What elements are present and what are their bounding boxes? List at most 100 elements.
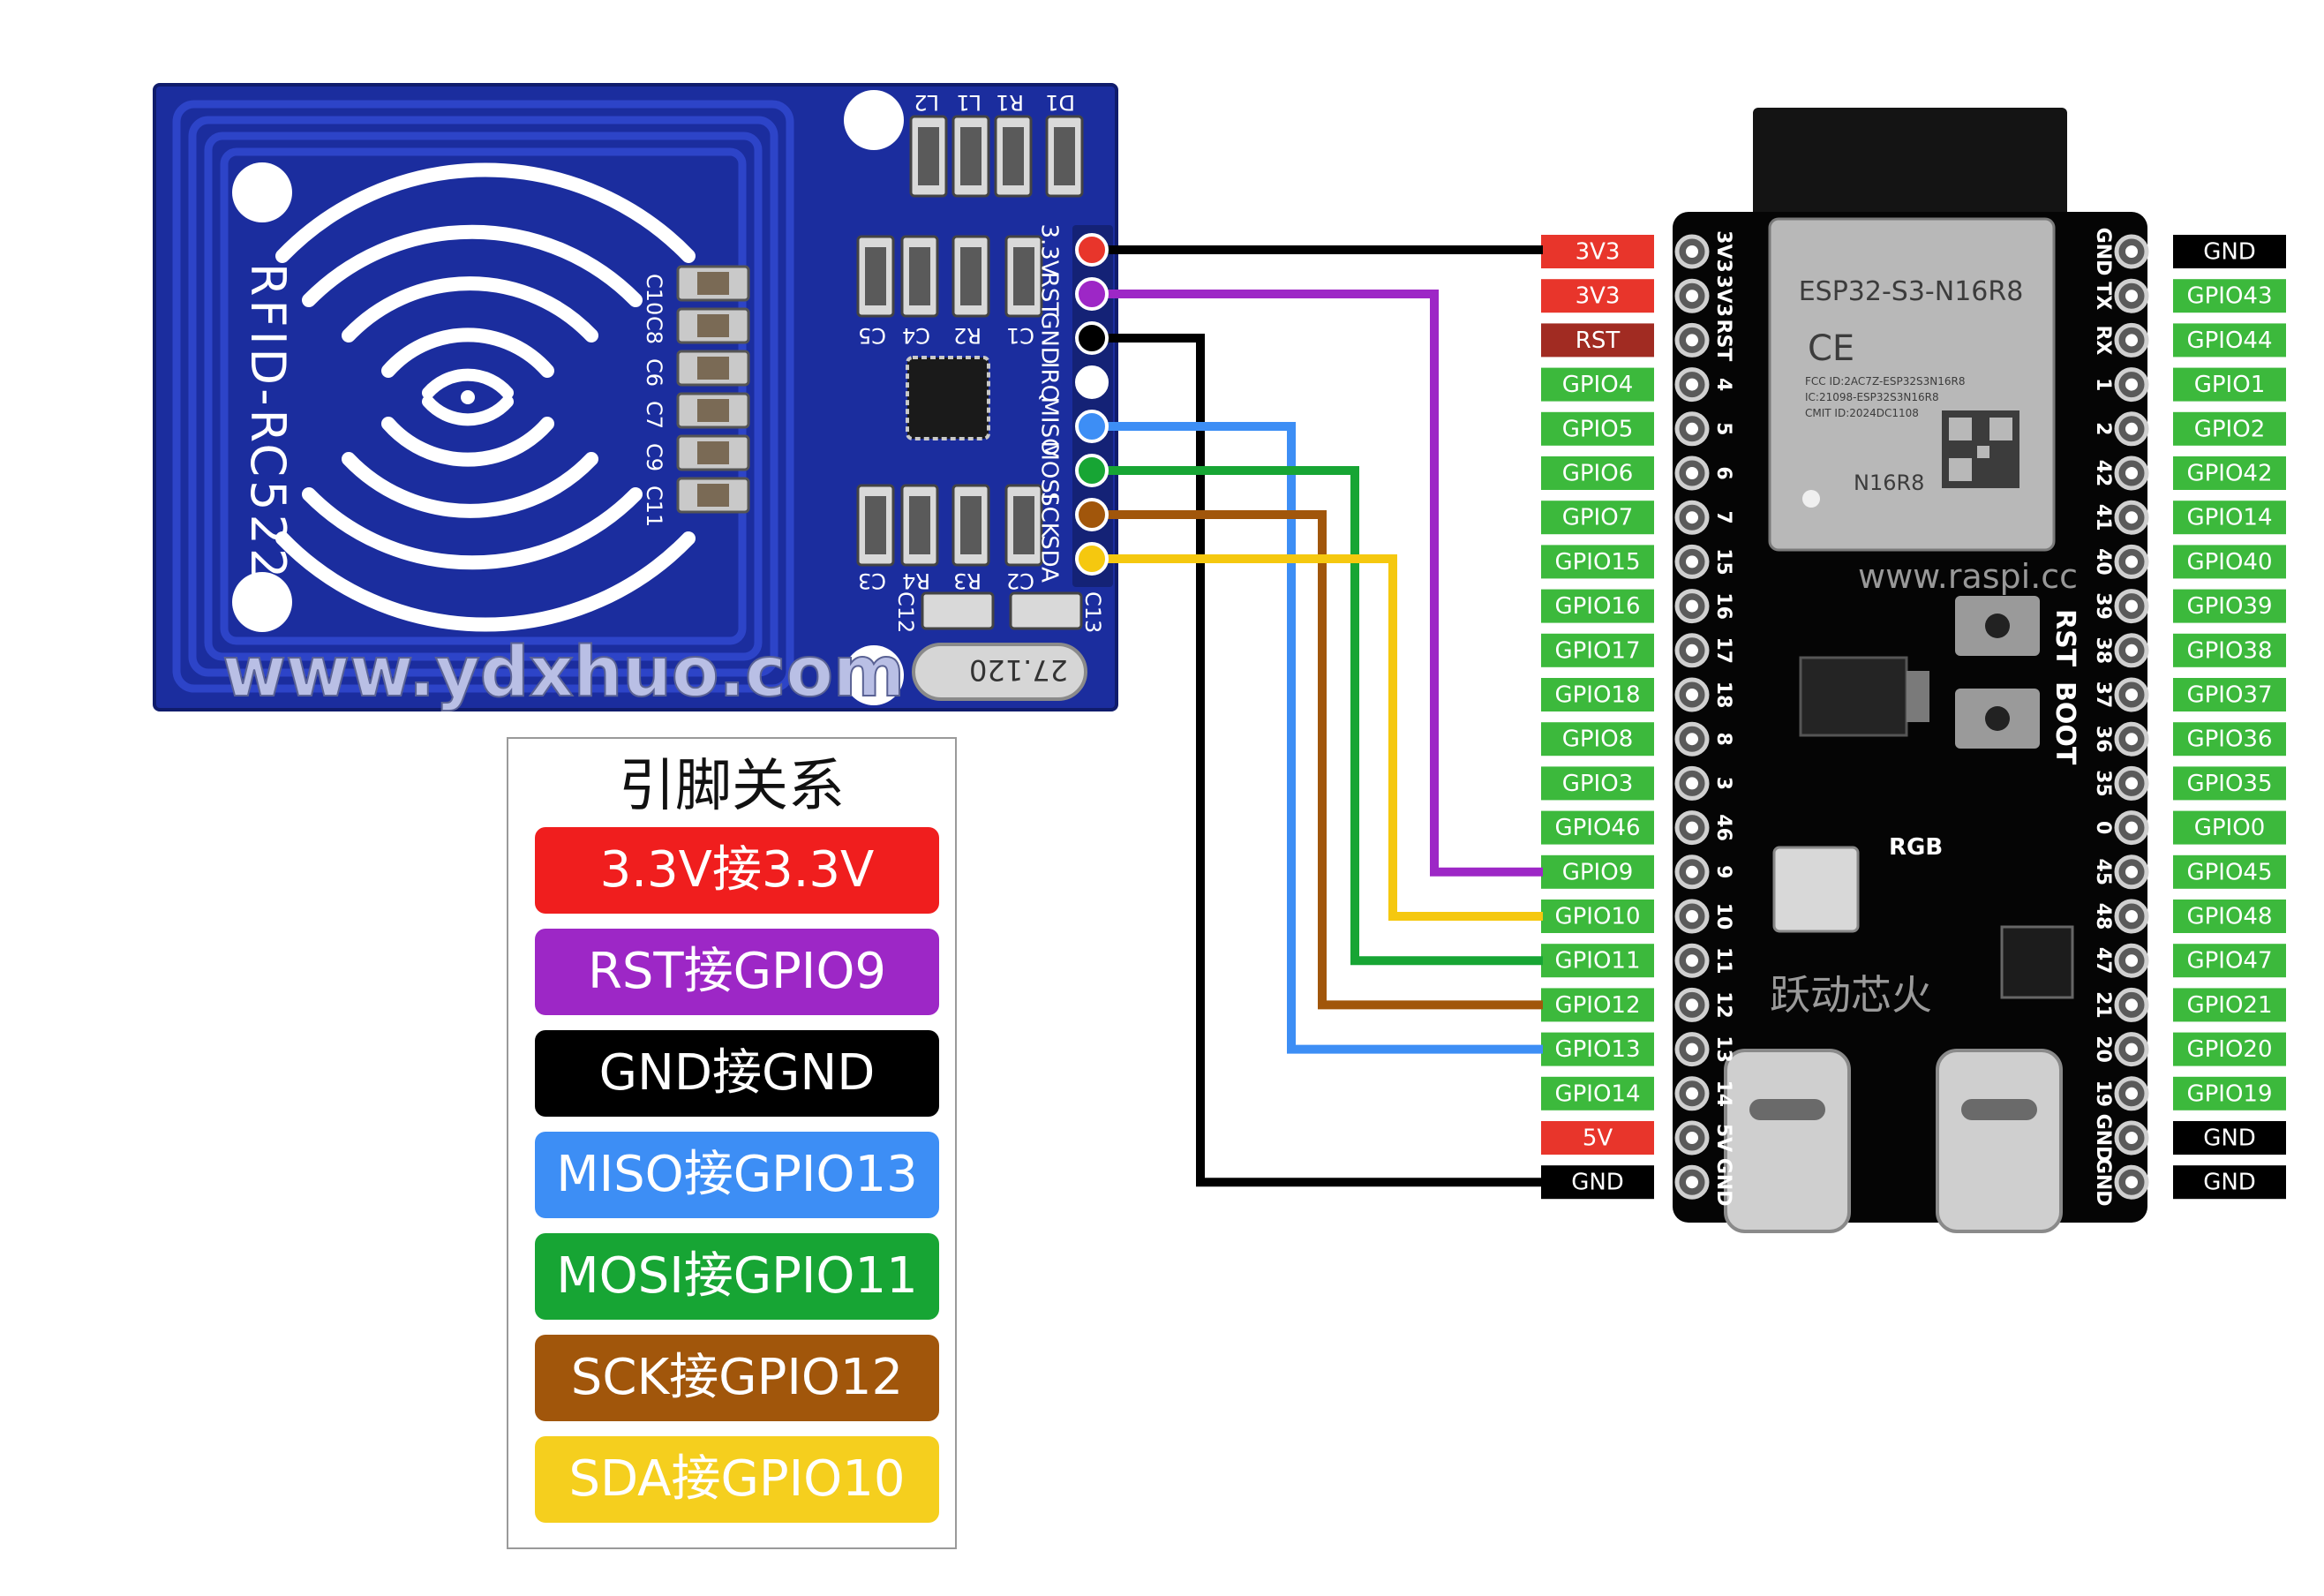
pin-silkscreen: RST bbox=[1712, 320, 1734, 362]
pin-label: GPIO20 bbox=[2186, 1036, 2272, 1063]
module-code: N16R8 bbox=[1854, 471, 1924, 495]
module-fcc: FCC ID:2AC7Z-ESP32S3N16R8 bbox=[1805, 375, 1965, 388]
rst-button[interactable] bbox=[1955, 596, 2040, 656]
pin-label: GPIO3 bbox=[1562, 771, 1634, 797]
pin-label-box bbox=[2173, 1165, 2286, 1200]
pin-silkscreen: 1 bbox=[2092, 378, 2114, 391]
pin-label: GPIO12 bbox=[1554, 992, 1640, 1019]
pin-label: 3V3 bbox=[1576, 283, 1621, 310]
rst-button-label: RST bbox=[2049, 609, 2080, 667]
pin-label: GPIO45 bbox=[2186, 859, 2272, 885]
pin-label: GPIO47 bbox=[2186, 948, 2272, 975]
pin-label: GPIO1 bbox=[2194, 372, 2266, 398]
pin-label-box bbox=[2173, 501, 2286, 535]
pin-label: GPIO9 bbox=[1562, 859, 1634, 885]
rfid-pin-dots bbox=[1075, 233, 1109, 576]
rfid-pin-label: MOSI bbox=[1036, 440, 1063, 500]
pin-label: GPIO37 bbox=[2186, 682, 2272, 709]
pin-label-box bbox=[2173, 988, 2286, 1022]
pin-label: GPIO13 bbox=[1554, 1036, 1640, 1063]
pin-silkscreen: 35 bbox=[2092, 770, 2114, 797]
pin-label-box bbox=[1541, 633, 1654, 667]
mount-hole bbox=[844, 645, 904, 705]
rfid-crystal bbox=[912, 643, 1087, 701]
capacitor-label: C11 bbox=[642, 486, 666, 527]
pin-silkscreen: GND bbox=[2092, 1158, 2114, 1207]
pin-label: GPIO40 bbox=[2186, 549, 2272, 576]
rfid-pin-dot bbox=[1075, 365, 1109, 399]
pin-label-box bbox=[1541, 1121, 1654, 1155]
component-label: C3 bbox=[858, 568, 886, 593]
pin-label: GPIO17 bbox=[1554, 637, 1640, 664]
rfid-pin-label: MISO bbox=[1036, 396, 1063, 455]
crystal-label: 27.120 bbox=[969, 653, 1068, 687]
esp32-board: ESP32-S3-N16R8 CE FCC ID:2AC7Z-ESP32S3N1… bbox=[1541, 108, 2286, 1233]
component-label: R2 bbox=[953, 323, 981, 348]
component-label: R3 bbox=[953, 568, 981, 593]
component-label: L1 bbox=[956, 90, 981, 115]
pin-label-box bbox=[1541, 501, 1654, 535]
pin-silkscreen: 3V3 bbox=[1712, 275, 1734, 317]
pin-label: GPIO18 bbox=[1554, 682, 1640, 709]
rfid-pin-label: GND bbox=[1036, 312, 1063, 365]
pin-silkscreen: 47 bbox=[2092, 947, 2114, 975]
pin-silkscreen: 41 bbox=[2092, 504, 2114, 531]
pin-silkscreen: 13 bbox=[1712, 1035, 1734, 1063]
wire bbox=[1092, 554, 1543, 921]
pin-silkscreen: 38 bbox=[2092, 636, 2114, 664]
capacitor-label: C10 bbox=[642, 274, 666, 315]
mount-hole bbox=[844, 90, 904, 150]
rfid-watermark: www.ydxhuo.com bbox=[222, 633, 905, 712]
boot-button[interactable] bbox=[1955, 689, 2040, 749]
module-ic: IC:21098-ESP32S3N16R8 bbox=[1805, 391, 1939, 403]
module-pin1-dot bbox=[1802, 490, 1820, 508]
legend-title: 引脚关系 bbox=[619, 754, 845, 819]
component-label: R4 bbox=[902, 568, 930, 593]
rfid-pin-dot bbox=[1075, 410, 1109, 443]
rf-waves-icon bbox=[275, 162, 696, 632]
pin-label: GPIO0 bbox=[2194, 815, 2266, 841]
pin-label: 3V3 bbox=[1576, 239, 1621, 266]
pin-label-box bbox=[1541, 279, 1654, 313]
pin-label: GPIO46 bbox=[1554, 815, 1640, 841]
voltage-regulator bbox=[1799, 656, 1908, 737]
pin-label-box bbox=[2173, 235, 2286, 268]
legend-item: SDA接GPIO10 bbox=[535, 1436, 939, 1523]
pin-label-box bbox=[1541, 1076, 1654, 1110]
component-label: D1 bbox=[1045, 90, 1075, 115]
pin-label: GPIO4 bbox=[1562, 372, 1634, 398]
pin-silkscreen: 5 bbox=[1712, 422, 1734, 435]
pin-silkscreen: 12 bbox=[1712, 991, 1734, 1019]
pin-label-box bbox=[1541, 854, 1654, 889]
wire bbox=[1092, 466, 1543, 966]
pin-silkscreen: 36 bbox=[2092, 726, 2114, 753]
legend-item: MISO接GPIO13 bbox=[535, 1132, 939, 1218]
legend-item: 3.3V接3.3V bbox=[535, 827, 939, 914]
pin-label-box bbox=[2173, 944, 2286, 978]
component-label: C5 bbox=[858, 323, 886, 348]
pin-silkscreen: 21 bbox=[2092, 991, 2114, 1019]
pin-label: GPIO7 bbox=[1562, 505, 1634, 531]
pin-label-box bbox=[1541, 411, 1654, 446]
legend-item: SCK接GPIO12 bbox=[535, 1335, 939, 1421]
pin-silkscreen: 14 bbox=[1712, 1080, 1734, 1107]
pin-label: GPIO2 bbox=[2194, 416, 2266, 442]
pin-label-box bbox=[2173, 810, 2286, 845]
pin-silkscreen: 19 bbox=[2092, 1080, 2114, 1107]
pin-label-box bbox=[2173, 1076, 2286, 1110]
component-label: C13 bbox=[1080, 591, 1105, 633]
pin-silkscreen: 42 bbox=[2092, 460, 2114, 487]
component-label: C4 bbox=[902, 323, 930, 348]
pin-label: GPIO14 bbox=[1554, 1080, 1640, 1107]
pin-label-box bbox=[2173, 279, 2286, 313]
wire bbox=[1092, 290, 1543, 877]
component-label: R1 bbox=[996, 90, 1024, 115]
pin-label-box bbox=[2173, 323, 2286, 358]
pin-silkscreen: TX bbox=[2092, 282, 2114, 310]
pin-silkscreen: 3 bbox=[1712, 777, 1734, 790]
pin-silkscreen: 16 bbox=[1712, 592, 1734, 620]
wire bbox=[1092, 510, 1543, 1010]
